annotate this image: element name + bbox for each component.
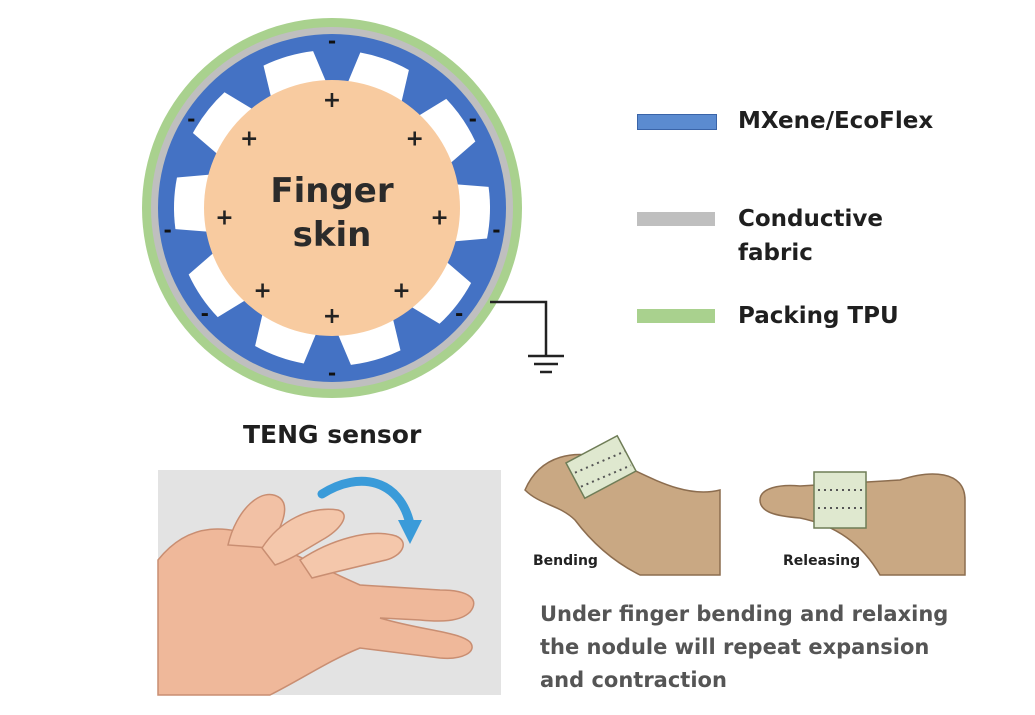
description: Under finger bending and relaxing the no…	[540, 598, 1010, 697]
ground-symbol	[490, 300, 564, 374]
air-gap-pocket	[408, 260, 472, 324]
legend-label-conductive-fabric-1: Conductive	[738, 206, 883, 232]
negative-charge: -	[455, 302, 463, 326]
air-gap-pocket	[192, 92, 256, 156]
legend-label-packing-tpu: Packing TPU	[738, 303, 899, 329]
finger-skin-core	[204, 80, 460, 336]
positive-charge: +	[253, 279, 271, 304]
positive-charge: +	[323, 88, 341, 113]
middle-finger	[298, 532, 404, 579]
finger-label-line2: skin	[293, 215, 372, 255]
negative-charge: -	[469, 107, 477, 131]
bending-releasing-panel	[524, 434, 966, 576]
bending-finger-illustration	[524, 434, 721, 576]
releasing-label: Releasing	[783, 553, 861, 569]
positive-charge: +	[430, 205, 448, 230]
air-gap-pocket	[416, 98, 476, 165]
legend-swatch-mxene	[637, 114, 717, 130]
bending-arrow-head	[398, 520, 422, 544]
releasing-finger-illustration	[759, 471, 966, 576]
negative-charge: -	[187, 107, 195, 131]
positive-charges: + + + + + + + +	[215, 88, 449, 329]
positive-charge: +	[323, 304, 341, 329]
negative-charge: -	[328, 361, 336, 385]
air-gap-pocket	[451, 184, 490, 242]
bending-arrow	[317, 476, 415, 529]
legend-label-mxene: MXene/EcoFlex	[738, 108, 934, 134]
negative-charge: -	[492, 218, 500, 242]
negative-charge: -	[163, 218, 171, 242]
description-line-2: the nodule will repeat expansion	[540, 635, 930, 659]
air-gap-pocket	[174, 174, 213, 232]
description-line-3: and contraction	[540, 668, 727, 692]
air-gap-pocket	[255, 311, 318, 364]
bending-label: Bending	[533, 553, 598, 569]
legend-swatch-packing-tpu	[637, 309, 715, 323]
hand-photo-panel	[157, 470, 501, 696]
air-gap-pocket	[188, 251, 248, 318]
negative-charge: -	[201, 302, 209, 326]
positive-charge: +	[392, 279, 410, 304]
description-line-1: Under finger bending and relaxing	[540, 602, 949, 626]
legend-label-conductive-fabric-2: fabric	[738, 240, 813, 266]
positive-charge: +	[406, 127, 424, 152]
index-finger-bent	[261, 508, 345, 566]
teng-sensor-caption: TENG sensor	[243, 420, 422, 449]
legend-swatch-conductive-fabric	[637, 212, 715, 226]
negative-charge: -	[328, 29, 336, 53]
positive-charge: +	[240, 127, 258, 152]
cross-section: + + + + + + + + - - - - - - - - Finger skin	[142, 18, 522, 398]
air-gap-pockets	[174, 51, 490, 365]
negative-charges: - - - - - - - -	[163, 29, 500, 385]
positive-charge: +	[215, 205, 233, 230]
finger-label-line1: Finger	[270, 171, 393, 211]
air-gap-pocket	[346, 52, 409, 105]
